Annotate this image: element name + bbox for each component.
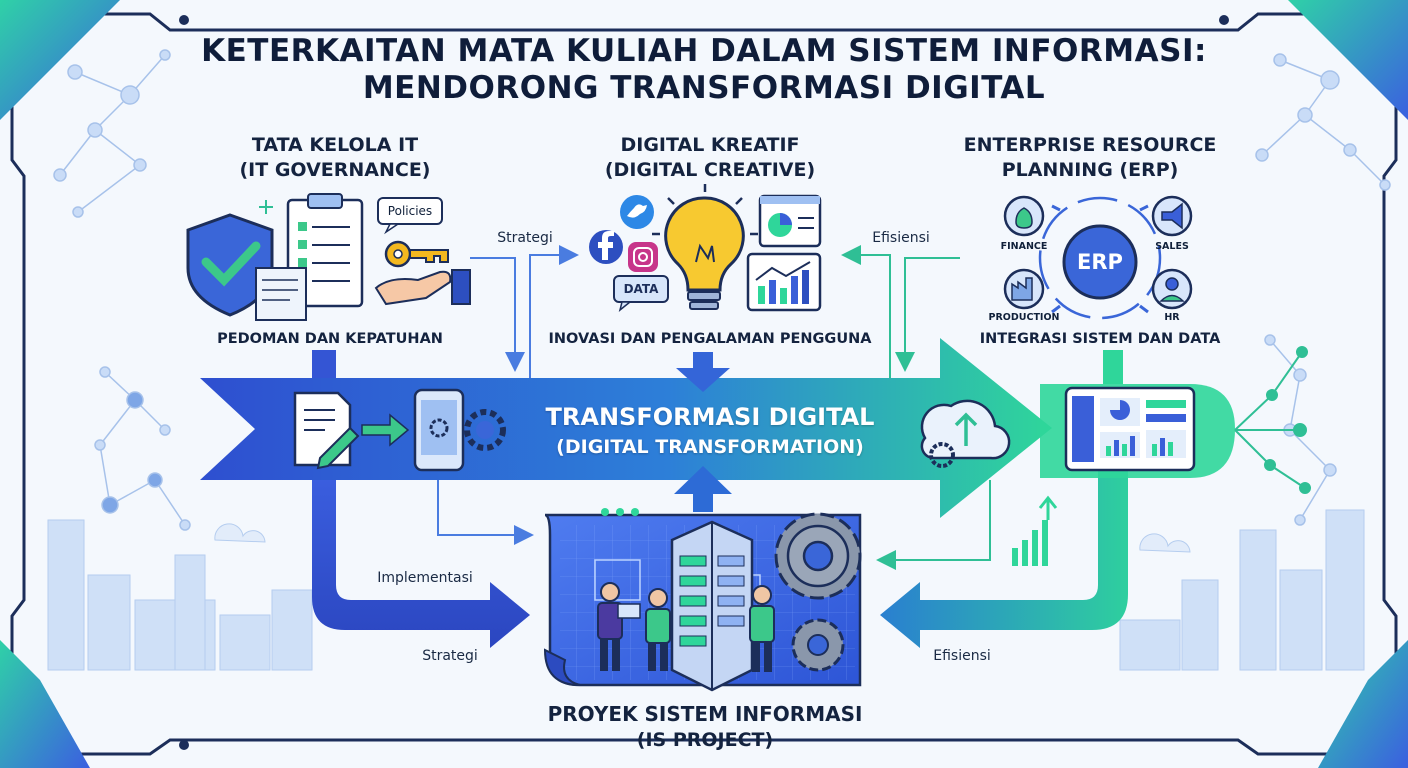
project-subtitle: (IS PROJECT) (636, 729, 774, 751)
document-pen-icon (293, 391, 360, 470)
erp-production-label: PRODUCTION (988, 312, 1060, 323)
sparkle-icon (259, 200, 273, 214)
governance-subtitle: (IT GOVERNANCE) (239, 159, 431, 181)
thin-connectors (437, 245, 991, 570)
server-tower-icon (670, 520, 754, 692)
page-title-line2: MENDORONG TRANSFORMASI DIGITAL (362, 70, 1046, 106)
band-network-nodes (1234, 346, 1311, 494)
erp-caption: INTEGRASI SISTEM DAN DATA (979, 331, 1221, 347)
instagram-icon (628, 242, 658, 272)
policies-badge-label: Policies (387, 204, 433, 218)
key-hand-icon (374, 240, 471, 306)
chart-window-icon (746, 194, 822, 312)
hr-person-icon (1151, 268, 1193, 310)
policies-badge (377, 197, 443, 235)
creative-subtitle: (DIGITAL CREATIVE) (604, 159, 816, 181)
dashboard-monitor-icon (1064, 386, 1196, 472)
team-people-icon (597, 582, 775, 672)
corner-accent-tl (0, 0, 120, 120)
erp-sales-label: SALES (1155, 241, 1189, 252)
production-factory-icon (1003, 268, 1045, 310)
corner-accent-tr (1288, 0, 1408, 120)
transformation-title: TRANSFORMASI DIGITAL (545, 403, 875, 431)
finance-icon (1003, 195, 1045, 237)
growth-bars-icon (1012, 495, 1058, 566)
large-gear-icon (774, 512, 862, 600)
project-title: PROYEK SISTEM INFORMASI (547, 702, 863, 726)
erp-cycle (1038, 196, 1162, 320)
erp-title: ENTERPRISE RESOURCE (963, 134, 1217, 156)
clipboard-checklist-icon (255, 193, 364, 321)
network-nodes-right (1255, 53, 1391, 526)
governance-caption: PEDOMAN DAN KEPATUHAN (217, 331, 443, 347)
flow-label-efisiensi-top: Efisiensi (872, 230, 930, 246)
facebook-icon (589, 230, 623, 264)
erp-finance-label: FINANCE (1000, 241, 1048, 252)
data-bubble-icon (613, 275, 669, 312)
erp-subtitle: PLANNING (ERP) (1001, 159, 1179, 181)
data-bubble-label: DATA (623, 282, 659, 296)
flow-label-strategi-top: Strategi (497, 230, 553, 246)
erp-hr-label: HR (1164, 312, 1180, 323)
cloud-upload-icon (920, 399, 1011, 468)
arrow-right-icon (361, 413, 410, 447)
governance-title: TATA KELOLA IT (251, 134, 419, 156)
city-skyline-left (47, 519, 313, 671)
creative-down-arrow (676, 352, 730, 392)
city-skyline-right (1119, 509, 1365, 671)
creative-caption: INOVASI DAN PENGALAMAN PENGGUNA (548, 331, 872, 347)
page-title-line1: KETERKAITAN MATA KULIAH DALAM SISTEM INF… (201, 33, 1207, 69)
small-gear-icon (791, 618, 845, 672)
flow-label-efisiensi-bottom: Efisiensi (933, 648, 991, 664)
network-nodes-left (53, 49, 191, 531)
flow-label-implementasi: Implementasi (377, 570, 473, 586)
corner-accent-bl (0, 640, 90, 768)
twitter-icon (620, 195, 654, 229)
flow-label-strategi-bottom: Strategi (422, 648, 478, 664)
erp-hub-label: ERP (1077, 250, 1123, 274)
project-up-arrow (674, 466, 732, 512)
lightbulb-icon (652, 184, 758, 310)
corner-accent-br (1318, 640, 1408, 768)
transformation-subtitle: (DIGITAL TRANSFORMATION) (556, 436, 864, 458)
phone-gear-icon (413, 388, 506, 472)
sales-megaphone-icon (1151, 195, 1193, 237)
creative-title: DIGITAL KREATIF (620, 134, 800, 156)
